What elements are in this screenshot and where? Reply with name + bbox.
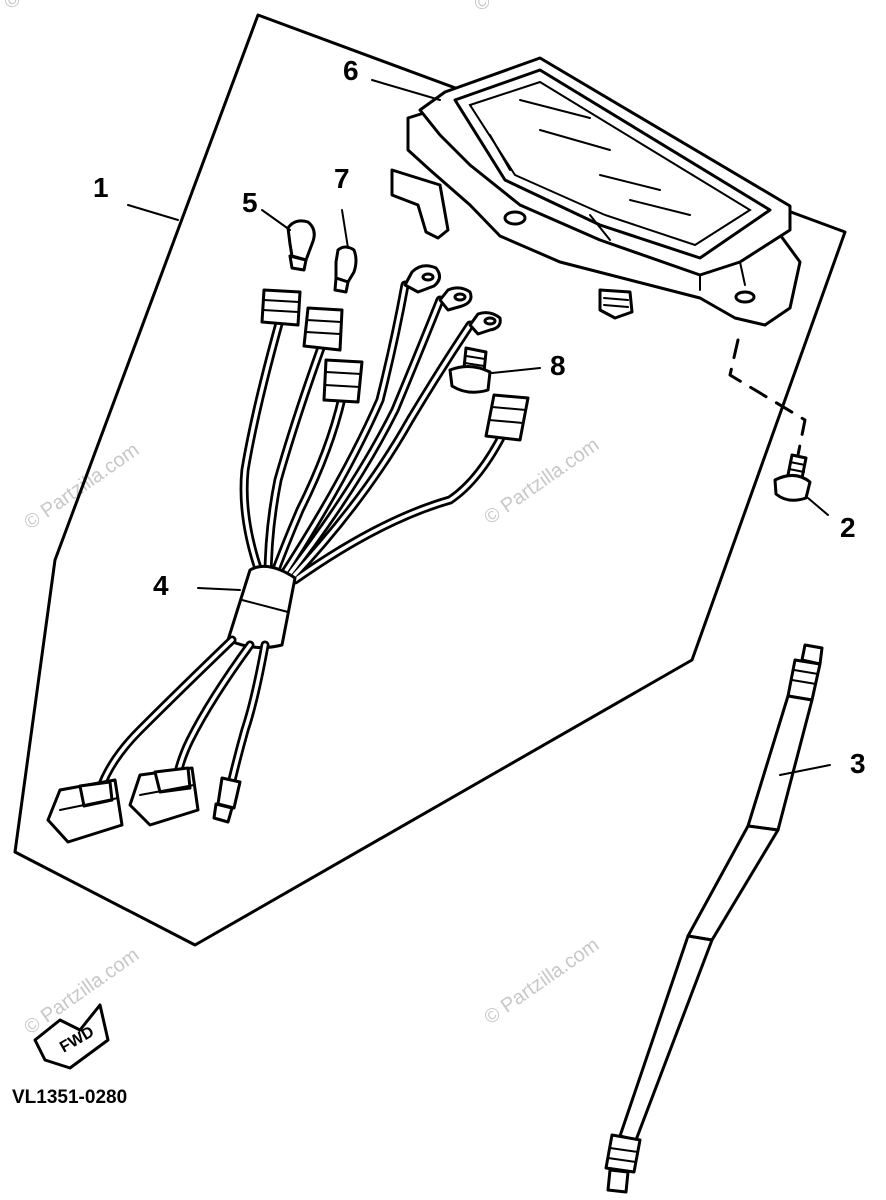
screw-2 (773, 453, 812, 502)
meter-unit (390, 56, 802, 327)
callout-8: 8 (550, 350, 566, 381)
assembly-boundary (13, 13, 847, 947)
bulb-5 (286, 219, 316, 272)
diagram-code: VL1351-0280 (12, 1087, 127, 1108)
callout-3: 3 (850, 748, 866, 779)
watermark-5: © Partzilla.com (0, 0, 123, 14)
locator-line (728, 338, 807, 457)
wire-harness (46, 264, 530, 844)
callout-7: 7 (334, 163, 350, 194)
callout-2: 2 (840, 512, 856, 543)
callout-1: 1 (93, 172, 109, 203)
callout-5: 5 (242, 187, 258, 218)
leader-lines (127, 79, 831, 776)
bulb-7 (333, 245, 358, 294)
bolt-8 (448, 346, 492, 394)
fwd-arrow-icon: FWD (33, 1003, 110, 1070)
callout-6: 6 (343, 55, 359, 86)
watermark-3: © Partzilla.com (20, 944, 143, 1039)
watermark-6: © Partzilla.com (470, 0, 593, 16)
cable-3 (604, 643, 824, 1194)
callout-4: 4 (153, 570, 169, 601)
watermark-4: © Partzilla.com (480, 934, 603, 1029)
